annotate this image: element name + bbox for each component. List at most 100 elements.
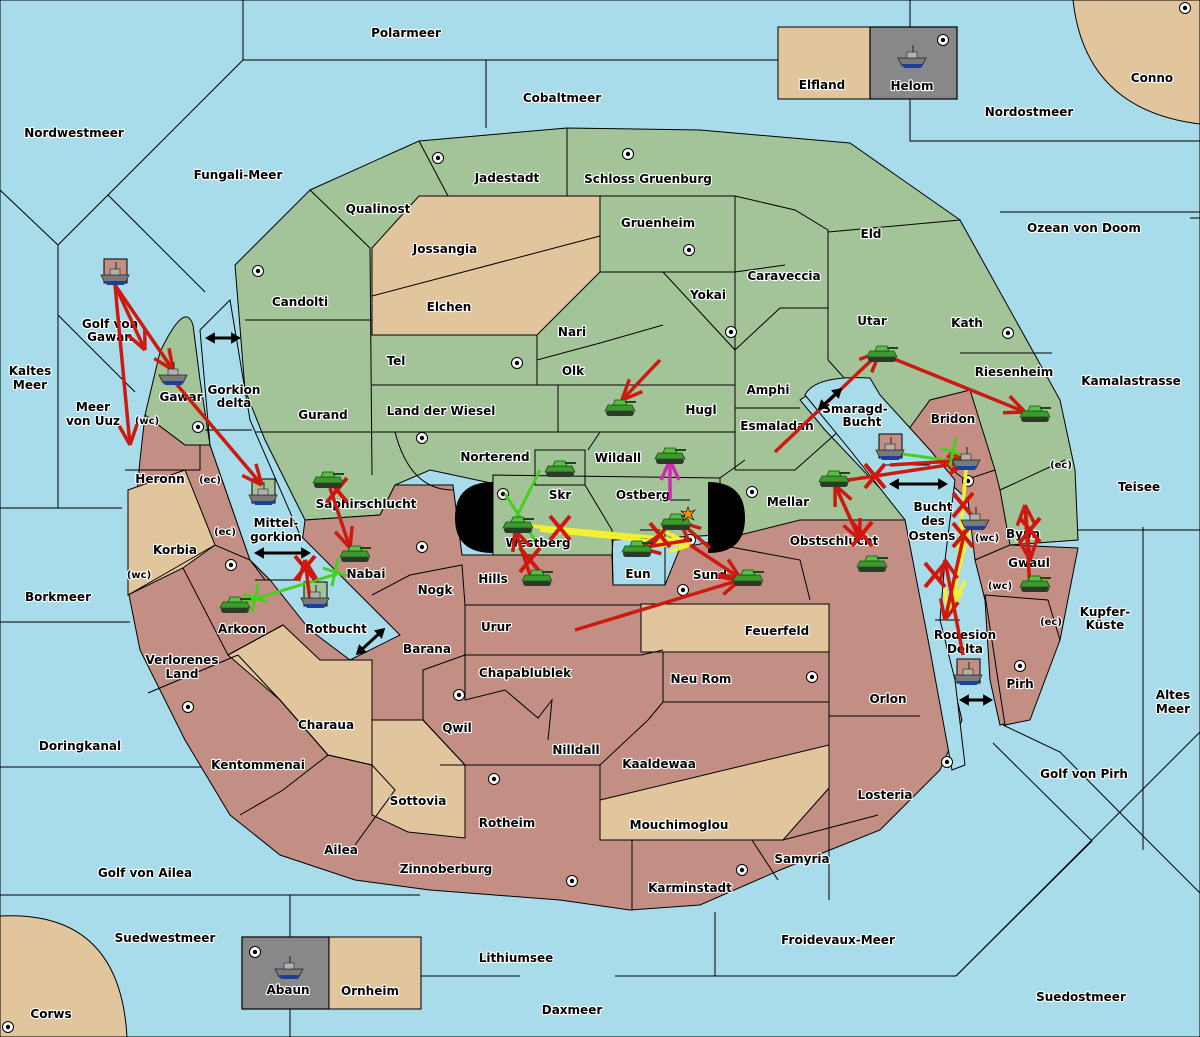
label-neu-rom: Neu Rom	[671, 672, 732, 686]
label-elchen: Elchen	[427, 300, 472, 314]
supply-center-icon	[941, 756, 953, 768]
supply-center-icon	[806, 671, 818, 683]
army-tank-icon[interactable]	[621, 540, 653, 557]
army-tank-icon[interactable]	[1019, 575, 1051, 592]
move-order-arrow	[171, 378, 264, 487]
label-samyria: Samyria	[774, 852, 829, 866]
move-order-arrow	[833, 483, 862, 541]
fleet-ship-icon[interactable]	[274, 956, 304, 979]
label-tel: Tel	[387, 354, 406, 368]
army-tank-icon[interactable]	[654, 447, 686, 464]
fleet-ship-icon[interactable]	[100, 262, 130, 285]
label-heronn: Heronn	[135, 472, 184, 486]
label-nordwestmeer: Nordwestmeer	[24, 126, 124, 140]
label-jadestadt: Jadestadt	[474, 171, 540, 185]
army-tank-icon[interactable]	[521, 569, 553, 586]
supply-center-icon	[683, 244, 695, 256]
army-tank-icon[interactable]	[339, 545, 371, 562]
fleet-ship-icon[interactable]	[248, 482, 278, 505]
army-tank-icon[interactable]	[312, 471, 344, 488]
supply-center-icon	[736, 864, 748, 876]
label-nari: Nari	[558, 325, 586, 339]
label-ostberg: Ostberg	[616, 488, 670, 502]
label-rodesion-1: Rodesion	[934, 628, 996, 642]
label-altes-2: Meer	[1156, 702, 1190, 716]
failed-order-cross-icon	[518, 546, 542, 574]
army-tank-icon[interactable]	[219, 596, 251, 613]
label-nogk: Nogk	[418, 583, 454, 597]
supply-center-icon	[511, 357, 523, 369]
fleet-ship-icon[interactable]	[897, 45, 927, 68]
move-order-arrow	[113, 284, 175, 372]
region-elfland[interactable]	[777, 26, 871, 100]
coast-gawar-wc: (wc)	[135, 416, 159, 427]
army-tank-icon[interactable]	[856, 555, 888, 572]
label-smaragd-2: Bucht	[842, 415, 881, 429]
label-daxmeer: Daxmeer	[542, 1003, 603, 1017]
region-conno[interactable]	[1072, 0, 1200, 125]
army-tank-icon[interactable]	[544, 460, 576, 477]
failed-order-cross-icon	[293, 554, 317, 582]
supply-center-icon	[225, 559, 237, 571]
supply-center-icon	[725, 326, 737, 338]
label-corws: Corws	[30, 1007, 71, 1021]
label-skr: Skr	[549, 488, 572, 502]
label-saphirschlucht: Saphirschlucht	[316, 497, 417, 511]
label-kaltes-2: Meer	[13, 378, 47, 392]
failed-order-cross-icon	[1018, 516, 1042, 544]
label-golf-ailea: Golf von Ailea	[98, 866, 192, 880]
supply-center-icon	[432, 152, 444, 164]
label-mittel-2: gorkion	[250, 530, 302, 544]
fleet-ship-icon[interactable]	[158, 362, 188, 385]
army-tank-icon[interactable]	[818, 470, 850, 487]
label-qwil: Qwil	[442, 721, 472, 735]
label-sottovia: Sottovia	[390, 794, 447, 808]
canal-ends	[455, 482, 745, 553]
fleet-ship-icon[interactable]	[951, 447, 981, 470]
label-golf-gawan-1: Golf von	[82, 317, 138, 331]
label-helom: Helom	[890, 79, 933, 93]
region-pirh[interactable]	[984, 594, 1061, 726]
label-rotbucht: Rotbucht	[305, 622, 367, 636]
army-tank-icon[interactable]	[502, 516, 534, 533]
double-arrow-icon	[254, 547, 311, 559]
army-tank-icon[interactable]	[866, 345, 898, 362]
army-tank-icon[interactable]	[604, 399, 636, 416]
label-gorkion-1: Gorkion	[208, 383, 261, 397]
support-order-line	[234, 571, 341, 607]
army-tank-icon[interactable]	[732, 569, 764, 586]
army-tank-icon[interactable]	[1019, 405, 1051, 422]
move-order-arrow	[881, 352, 1027, 415]
coast-gwaul-wc: (wc)	[988, 581, 1012, 592]
label-riesenheim: Riesenheim	[975, 365, 1054, 379]
army-tank-icon[interactable]	[660, 506, 696, 530]
label-gorkion-2: delta	[217, 396, 252, 410]
label-jossangia: Jossangia	[412, 242, 477, 256]
label-golf-gawan-2: Gawan	[87, 330, 133, 344]
fleet-ship-icon[interactable]	[960, 507, 990, 530]
double-arrow-icon	[889, 478, 948, 490]
label-bucht-2: des	[921, 514, 945, 528]
label-borkmeer: Borkmeer	[25, 590, 91, 604]
coast-pirh-ec: (ec)	[1040, 617, 1062, 628]
fleet-ship-icon[interactable]	[875, 437, 905, 460]
move-order-arrow	[620, 358, 662, 402]
label-hugl: Hugl	[685, 403, 716, 417]
label-lithiumsee: Lithiumsee	[479, 951, 554, 965]
label-pirh: Pirh	[1006, 677, 1033, 691]
label-chapablublek: Chapablublek	[479, 666, 572, 680]
fleet-ship-icon[interactable]	[300, 585, 330, 608]
label-elfland: Elfland	[799, 78, 845, 92]
label-kamalastrasse: Kamalastrasse	[1081, 374, 1181, 388]
units-layer	[100, 45, 1051, 979]
region-corws[interactable]	[0, 915, 128, 1037]
region-labels: Polarmeer Cobaltmeer Nordwestmeer Fungal…	[8, 25, 1192, 1022]
region-ornheim[interactable]	[328, 936, 422, 1010]
fleet-ship-icon[interactable]	[953, 662, 983, 685]
label-rotheim: Rotheim	[479, 816, 536, 830]
label-suedostmeer: Suedostmeer	[1036, 990, 1126, 1004]
label-ailea: Ailea	[324, 843, 358, 857]
label-meer-uuz-1: Meer	[76, 400, 110, 414]
